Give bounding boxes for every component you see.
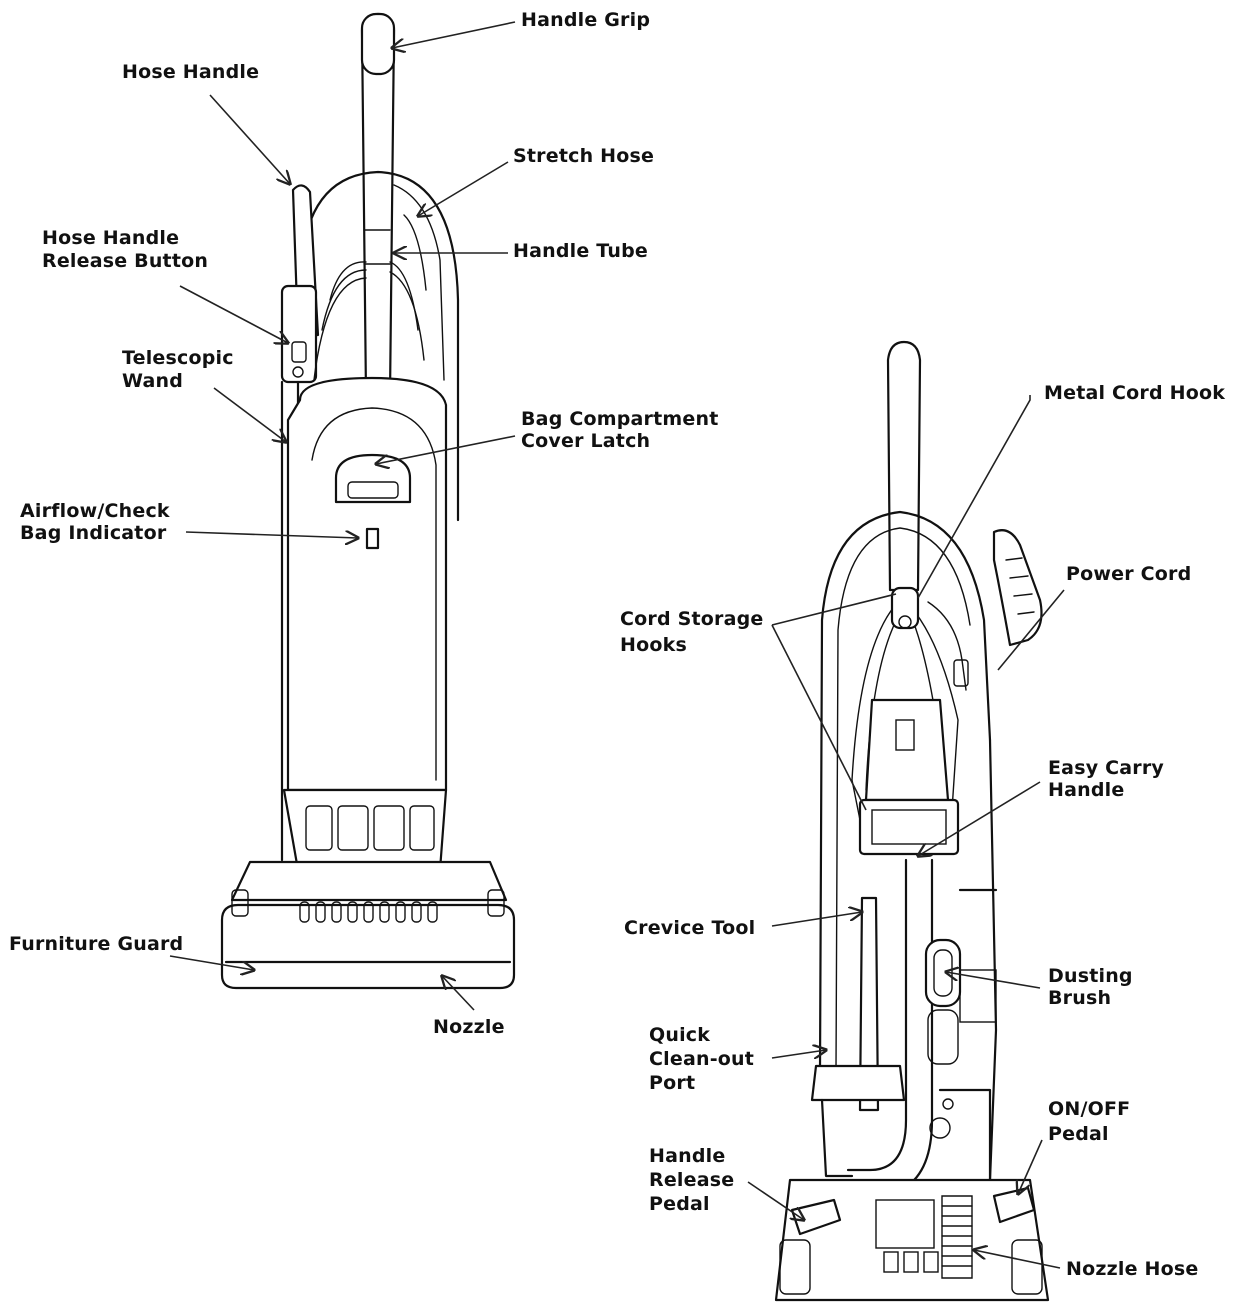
label-airflow-check-bag-indicator: Airflow/Check Bag Indicator [20,500,170,544]
label-nozzle-hose: Nozzle Hose [1066,1258,1199,1280]
label-telescopic-wand: Telescopic Wand [122,347,234,393]
label-hose-handle: Hose Handle [122,61,260,83]
label-nozzle: Nozzle [433,1016,505,1038]
label-line: Release Button [42,250,209,272]
front-view-vacuum [220,12,516,990]
label-line: Quick [649,1024,711,1046]
label-line: Bag Compartment [521,408,719,430]
label-quick-clean-out-port: Quick Clean-out Port [649,1023,754,1095]
leader-lines [169,21,1065,1269]
label-line: Wand [122,370,184,392]
label-handle-release-pedal: Handle Release Pedal [649,1144,734,1216]
label-line: Handle [1048,779,1125,801]
label-line: Cord Storage [620,608,764,630]
label-crevice-tool: Crevice Tool [624,917,756,939]
label-easy-carry-handle: Easy Carry Handle [1048,757,1164,801]
label-metal-cord-hook: Metal Cord Hook [1044,382,1226,404]
label-line: Airflow/Check [20,500,170,522]
label-bag-compartment-cover-latch: Bag Compartment Cover Latch [521,408,718,452]
label-line: Port [649,1072,696,1094]
label-line: Brush [1048,987,1112,1009]
label-line: Telescopic [122,347,234,369]
label-line: Cover Latch [521,430,651,452]
label-line: ON/OFF [1048,1098,1131,1120]
label-cord-storage-hooks: Cord Storage Hooks [620,606,763,658]
label-line: Pedal [1048,1123,1109,1145]
bag-body-drawing [286,376,448,792]
label-dusting-brush: Dusting Brush [1048,965,1133,1009]
label-line: Dusting [1048,965,1133,987]
handle-grip-drawing [360,12,396,76]
label-line: Handle [649,1145,726,1167]
label-hose-handle-release-button: Hose Handle Release Button [42,227,208,273]
label-line: Clean-out [649,1048,755,1070]
label-line: Hooks [620,634,687,656]
label-handle-tube: Handle Tube [513,240,648,262]
label-stretch-hose: Stretch Hose [513,145,655,167]
label-on-off-pedal: ON/OFF Pedal [1048,1097,1130,1147]
label-power-cord: Power Cord [1066,563,1192,585]
label-furniture-guard: Furniture Guard [9,933,184,955]
label-line: Pedal [649,1193,710,1215]
label-line: Easy Carry [1048,757,1164,779]
label-line: Release [649,1169,735,1191]
back-view-vacuum [774,340,1050,1302]
label-handle-grip: Handle Grip [521,9,651,31]
label-line: Bag Indicator [20,522,167,544]
nozzle-drawing [220,903,516,990]
label-line: Hose Handle [42,227,180,249]
